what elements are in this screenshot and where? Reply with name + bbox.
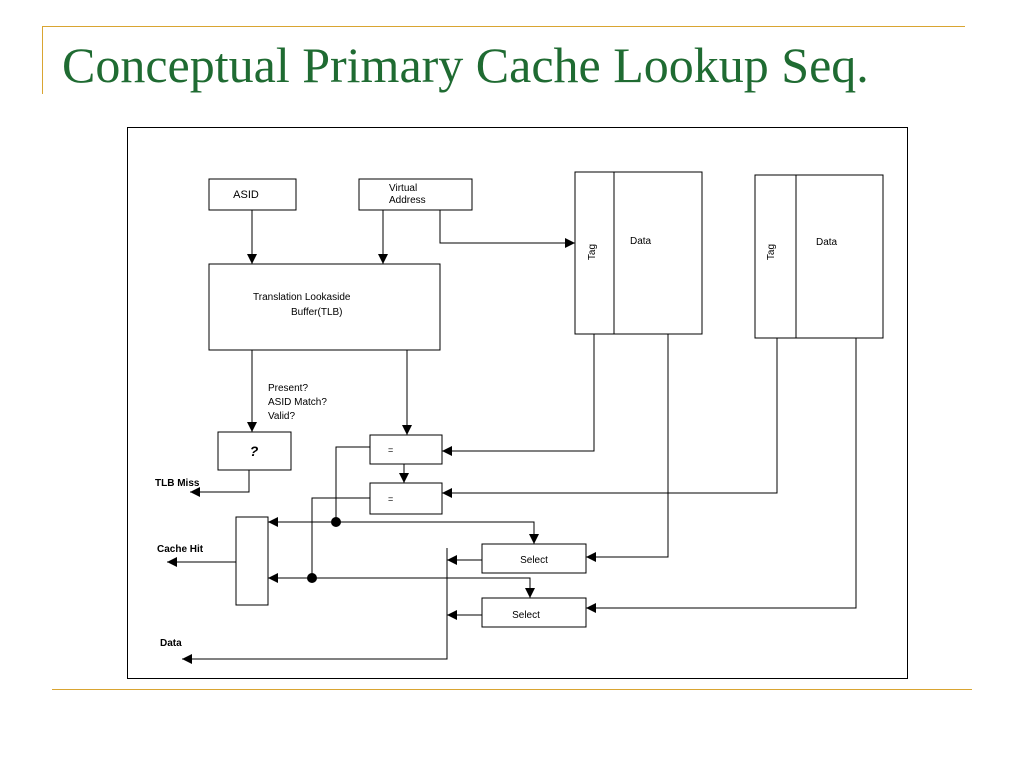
tlb-miss-arrow <box>190 470 250 497</box>
asid-box <box>208 178 297 211</box>
cache-way1-box <box>574 171 703 335</box>
bottom-rule <box>52 689 972 690</box>
va-to-cache-arrow <box>439 210 575 248</box>
cache-way2-data-label: Data <box>816 237 838 248</box>
slide-title: Conceptual Primary Cache Lookup Seq. <box>62 37 869 93</box>
way1-tag-to-comparator <box>442 334 595 456</box>
virtual-address-box <box>358 178 473 211</box>
compare2-hit-line <box>311 497 370 578</box>
tlb-label-1: Translation Lookaside <box>253 292 351 303</box>
comparator-1 <box>369 434 443 465</box>
data-out-arrow <box>182 548 448 664</box>
compare1-to-select1-arrow <box>336 521 539 544</box>
compare1-hit-line <box>335 446 370 522</box>
left-accent-rule <box>42 26 43 94</box>
condition-valid: Valid? <box>268 411 295 422</box>
virtual-address-label-1: Virtual <box>389 183 417 194</box>
compare2-to-select2-arrow <box>312 577 535 598</box>
cache-way2-tag-label: Tag <box>766 244 777 260</box>
tlb-label-2: Buffer(TLB) <box>291 307 343 318</box>
junction-dot-1 <box>331 517 341 527</box>
tlb-box <box>208 263 441 351</box>
asid-label: ASID <box>233 189 259 201</box>
cache-way2-box <box>754 174 884 339</box>
cache-hit-label: Cache Hit <box>157 544 204 555</box>
comparator-2-label: = <box>388 494 393 504</box>
select-box-1 <box>481 543 587 574</box>
cache-way1-data-label: Data <box>630 236 652 247</box>
connectors <box>167 210 857 664</box>
condition-asid-match: ASID Match? <box>268 397 327 408</box>
comparator-1-label: = <box>388 445 393 455</box>
tlb-miss-label: TLB Miss <box>155 478 200 489</box>
way2-data-to-select <box>586 338 857 613</box>
select-box-2-label: Select <box>512 610 540 621</box>
virtual-address-label-2: Address <box>389 195 426 206</box>
condition-present: Present? <box>268 383 308 394</box>
top-rule <box>42 26 965 27</box>
select-box-1-label: Select <box>520 555 548 566</box>
select-box-2 <box>481 597 587 628</box>
cache-way1-tag-label: Tag <box>587 244 598 260</box>
way1-data-to-select <box>586 334 669 562</box>
junction-dot-2 <box>307 573 317 583</box>
diagram-frame <box>127 127 908 679</box>
hit-or-box <box>235 516 269 606</box>
comparator-2 <box>369 482 443 515</box>
tlb-check-symbol: ? <box>250 443 259 459</box>
tlb-check-box <box>217 431 292 471</box>
data-out-label: Data <box>160 638 182 649</box>
way2-tag-to-comparator <box>442 338 778 498</box>
